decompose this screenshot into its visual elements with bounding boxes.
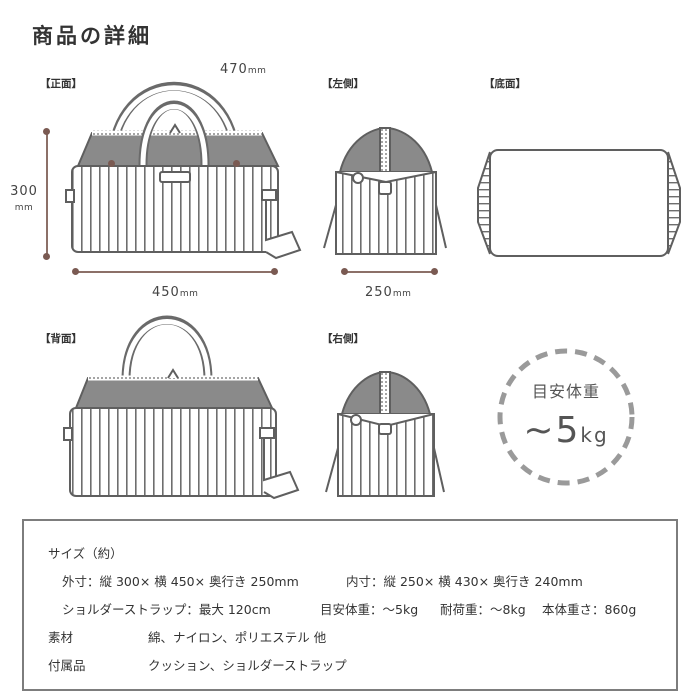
depth-dimension: 250mm [365, 285, 411, 300]
spec-accessories-label: 付属品 [48, 658, 86, 673]
handle-marker-left [108, 160, 115, 167]
width-dimension-unit: mm [179, 289, 199, 299]
spec-material-label: 素材 [48, 630, 74, 645]
weight-badge-ring [497, 348, 635, 486]
depth-marker-left [341, 268, 348, 275]
width-marker-left [72, 268, 79, 275]
weight-badge-unit: kg [580, 423, 609, 447]
spec-outer-size: 外寸：縦 300× 横 450× 奥行き 250mm [62, 574, 299, 589]
spec-body-weight: 本体重さ：860g [542, 602, 637, 617]
spec-load: 耐荷重：～8kg [440, 602, 526, 617]
view-label-back: 【背面】 [40, 333, 82, 345]
handle-dimension-value: 470 [220, 62, 248, 77]
depth-dimension-value: 250 [365, 285, 393, 300]
view-label-front: 【正面】 [40, 78, 82, 90]
spec-accessories-value: クッション、ショルダーストラップ [148, 658, 347, 673]
weight-badge-label: 目安体重 [531, 382, 600, 401]
height-dimension-unit: mm [14, 203, 34, 213]
view-label-bottom: 【底面】 [484, 78, 526, 90]
handle-dimension-unit: mm [247, 66, 267, 76]
height-marker-top [43, 128, 50, 135]
spec-box: サイズ（約） 外寸：縦 300× 横 450× 奥行き 250mm 内寸：縦 2… [22, 519, 678, 691]
view-label-left: 【左側】 [322, 78, 364, 90]
bottom-view-bag [477, 149, 681, 257]
weight-badge-value: ~5kg [497, 410, 635, 451]
spec-size-heading: サイズ（約） [48, 546, 123, 561]
front-view-bag [65, 81, 302, 260]
width-dimension: 450mm [152, 285, 198, 300]
depth-dimension-unit: mm [392, 289, 412, 299]
page-title: 商品の詳細 [32, 24, 152, 48]
width-dimension-value: 450 [152, 285, 180, 300]
weight-badge-number: ~5 [523, 410, 581, 451]
height-dimension: 300 mm [6, 184, 42, 214]
handle-dimension: 470mm [220, 62, 266, 77]
spec-material-value: 綿、ナイロン、ポリエステル 他 [148, 630, 327, 645]
spec-inner-size: 内寸：縦 250× 横 430× 奥行き 240mm [346, 574, 583, 589]
right-view-bag [325, 370, 445, 497]
left-view-bag [323, 126, 447, 255]
spec-target-weight: 目安体重：～5kg [320, 602, 419, 617]
depth-marker-right [431, 268, 438, 275]
depth-dimension-line [345, 271, 435, 273]
width-marker-right [271, 268, 278, 275]
height-dimension-line [46, 131, 48, 257]
handle-marker-right [233, 160, 240, 167]
back-view-bag [63, 315, 300, 500]
weight-badge: 目安体重 ~5kg [497, 378, 635, 451]
height-dimension-value: 300 [10, 184, 38, 199]
height-marker-bottom [43, 253, 50, 260]
spec-strap: ショルダーストラップ：最大 120cm [62, 602, 271, 617]
width-dimension-line [76, 271, 274, 273]
view-label-right: 【右側】 [322, 333, 364, 345]
